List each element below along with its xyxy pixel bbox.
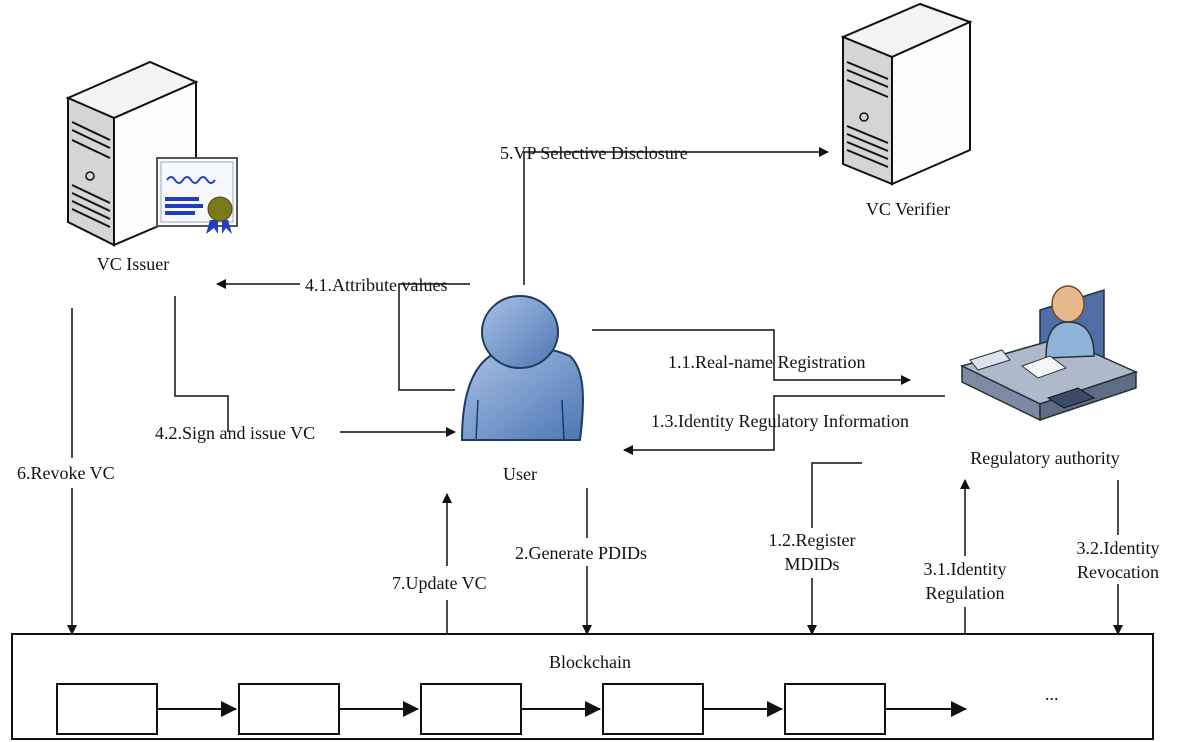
edge-5-line	[523, 151, 716, 285]
edge-11-line	[592, 329, 911, 385]
blockchain-label: Blockchain	[549, 652, 631, 672]
edge-31-line-2: Regulation	[925, 583, 1005, 604]
block-4	[602, 683, 704, 735]
edge-31-label: 3.1.Identity Regulation	[905, 557, 1025, 606]
edge-12-line	[811, 462, 862, 528]
verifier-server-icon	[840, 2, 973, 186]
issuer-label: VC Issuer	[96, 254, 170, 274]
verifier-label: VC Verifier	[865, 199, 951, 219]
edge-42-label: 4.2.Sign and issue VC	[155, 423, 316, 443]
user-person-icon	[460, 295, 584, 441]
user-label: User	[503, 464, 537, 484]
edge-42-line	[174, 296, 229, 432]
block-boxes	[56, 683, 886, 735]
block-5	[784, 683, 886, 735]
edge-12-line-1: 1.2.Register	[768, 530, 856, 550]
edge-31-line-1: 3.1.Identity	[923, 559, 1007, 579]
regulator-label: Regulatory authority	[970, 448, 1120, 468]
block-1	[56, 683, 158, 735]
edge-13-line	[623, 395, 945, 455]
edge-7-label: 7.Update VC	[392, 573, 487, 593]
edge-6-label: 6.Revoke VC	[17, 463, 115, 483]
edge-12-label: 1.2.Register MDIDs	[752, 528, 872, 577]
regulator-desk-icon	[959, 285, 1139, 422]
edge-2-label: 2.Generate PDIDs	[515, 543, 647, 563]
block-2	[238, 683, 340, 735]
block-3	[420, 683, 522, 735]
edge-5-label: 5.VP Selective Disclosure	[500, 143, 688, 163]
edge-11-label: 1.1.Real-name Registration	[668, 352, 866, 372]
edge-32-label: 3.2.Identity Revocation	[1058, 536, 1178, 585]
edge-32-line-1: 3.2.Identity	[1076, 538, 1160, 558]
edge-12-line-2: MDIDs	[784, 554, 840, 575]
edge-41-label: 4.1.Attribute values	[305, 275, 448, 295]
edge-32-line-2: Revocation	[1077, 562, 1159, 583]
certificate-icon	[156, 157, 238, 234]
connectors	[67, 147, 1123, 635]
edge-13-label: 1.3.Identity Regulatory Information	[651, 411, 909, 431]
chain-ellipsis: ...	[1045, 684, 1059, 704]
edge-41-line	[398, 283, 470, 391]
